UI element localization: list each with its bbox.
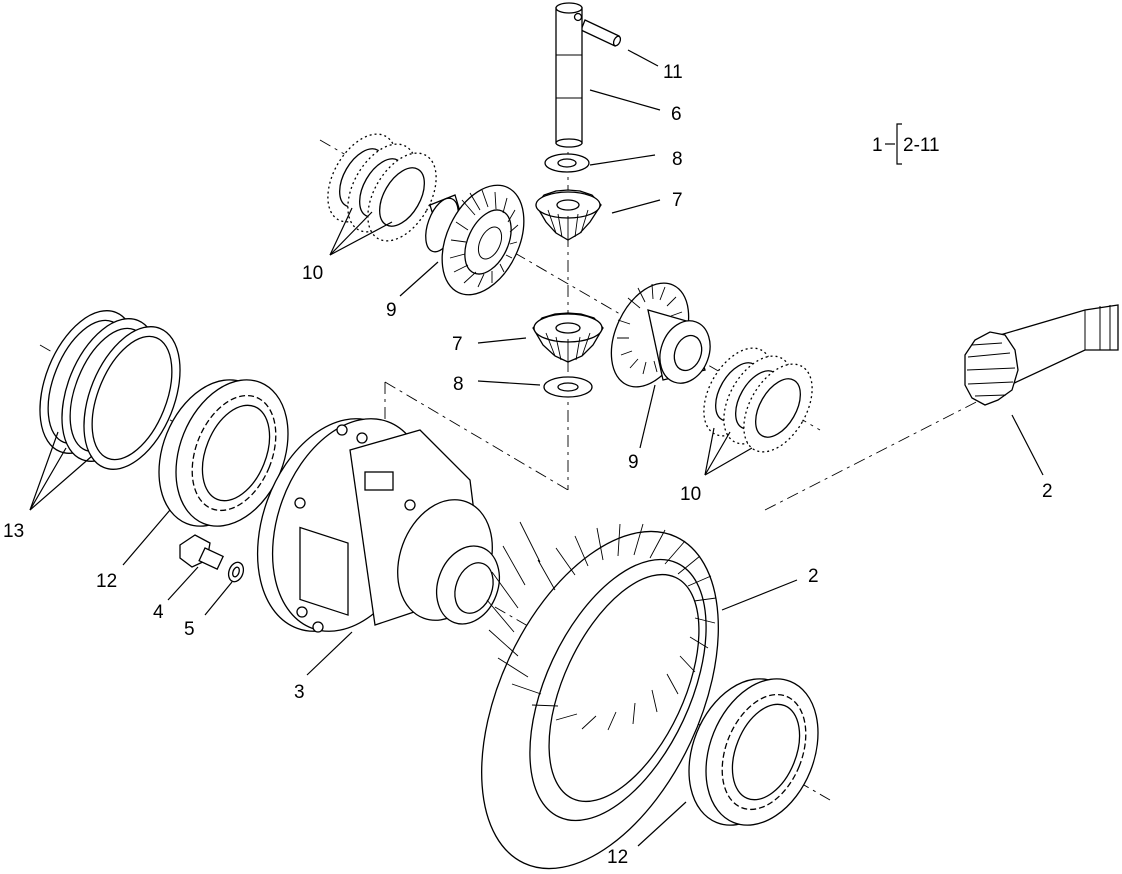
clutch-disc-pack-upper (327, 133, 437, 242)
callout-7-lower: 7 (452, 334, 463, 355)
pinion-shaft (555, 2, 583, 148)
thrust-washer-upper (544, 153, 590, 173)
ring-gear (481, 521, 719, 870)
callout-labels: 11 6 8 7 10 9 7 8 9 10 13 12 4 5 3 2 2 1… (3, 62, 1053, 868)
callout-11: 11 (663, 62, 683, 83)
differential-housing (256, 418, 500, 633)
washer (227, 561, 245, 583)
clutch-disc-pack-lower (703, 347, 813, 453)
roll-pin (580, 19, 622, 47)
callout-9-lower: 9 (628, 452, 639, 473)
assembly-note-parent: 1 (872, 135, 883, 156)
callout-10-upper: 10 (302, 263, 323, 284)
callout-12-right: 12 (607, 847, 628, 868)
callout-6: 6 (671, 104, 682, 125)
assembly-note: 1 2-11 (872, 123, 940, 165)
bearing-left (158, 379, 289, 527)
callout-4: 4 (153, 602, 164, 623)
callout-3: 3 (294, 682, 305, 703)
pinion-gear-lower (532, 312, 604, 363)
pinion-gear-upper (535, 189, 602, 241)
bolt (179, 534, 224, 571)
callout-13: 13 (3, 521, 24, 542)
callout-2-pinion: 2 (1042, 481, 1053, 502)
callout-5: 5 (184, 619, 195, 640)
thrust-washer-lower (543, 376, 593, 398)
callout-2-ring-gear: 2 (808, 566, 819, 587)
side-gear-lower (610, 282, 711, 388)
assembly-note-range: 2-11 (903, 135, 940, 156)
leader-lines (29, 49, 1044, 847)
seal-rings (39, 310, 181, 470)
callout-9-upper: 9 (386, 300, 397, 321)
callout-12-left: 12 (96, 571, 117, 592)
callout-7-upper: 7 (672, 190, 683, 211)
callout-8-upper: 8 (672, 149, 683, 170)
callout-10-lower: 10 (680, 484, 701, 505)
drive-pinion (964, 304, 1119, 406)
bearing-right (688, 678, 819, 826)
callout-8-lower: 8 (453, 374, 464, 395)
side-gear-upper (425, 184, 525, 296)
